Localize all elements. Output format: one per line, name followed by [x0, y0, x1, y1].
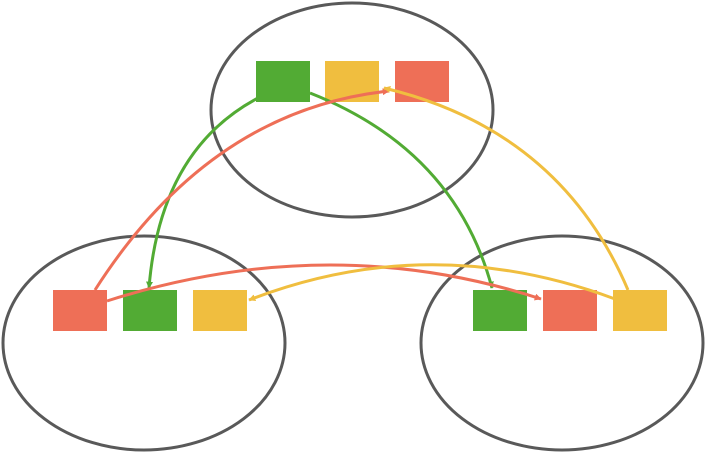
- left-block-3: [193, 290, 247, 331]
- left-block-1: [53, 290, 107, 331]
- green-arrow-top-to-right: [309, 91, 494, 289]
- right-block-1: [473, 290, 527, 331]
- top-block-1: [256, 61, 310, 102]
- right-block-2: [543, 290, 597, 331]
- red-arrow-left-to-top: [93, 88, 390, 291]
- red-arrow-left-to-right: [106, 263, 542, 303]
- left-block-2: [123, 290, 177, 331]
- group-right-ellipse: [419, 234, 705, 452]
- right-block-3: [613, 290, 667, 331]
- green-arrow-top-to-left: [146, 96, 259, 289]
- group-top-ellipse: [209, 1, 495, 219]
- group-left-ellipse: [1, 234, 287, 452]
- top-block-2: [325, 61, 379, 102]
- yellow-arrow-right-to-top: [383, 86, 630, 291]
- top-block-3: [395, 61, 449, 102]
- yellow-arrow-right-to-left: [248, 263, 616, 302]
